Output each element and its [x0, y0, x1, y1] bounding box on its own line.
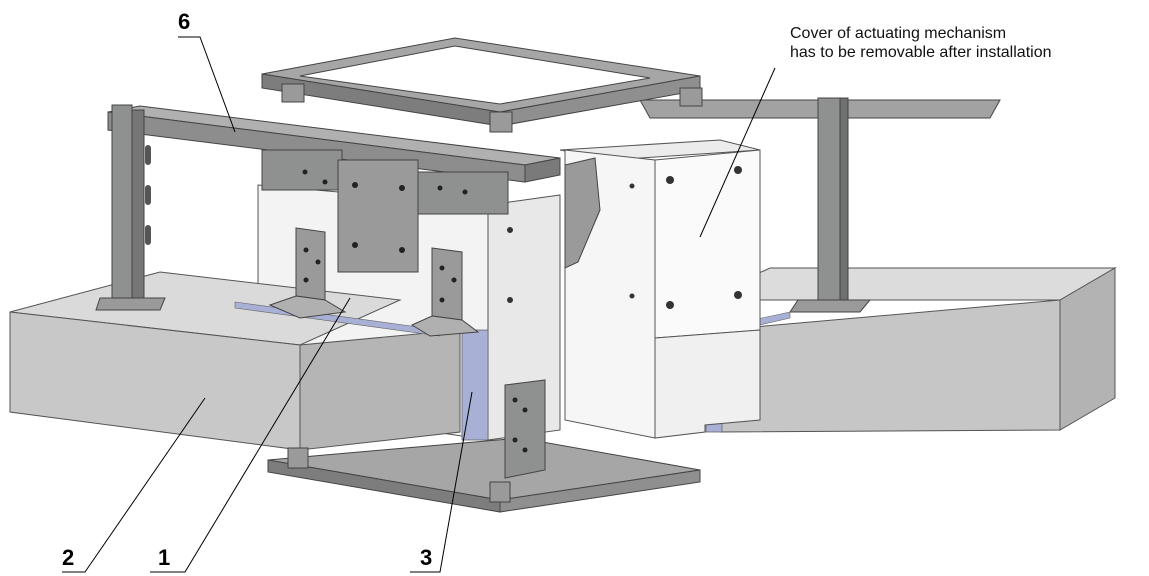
- actuator-cover-note: Cover of actuating mechanism has to be r…: [790, 24, 1051, 62]
- leader-6: [178, 36, 236, 133]
- left-concrete-block: [9, 271, 461, 451]
- top-flange: [261, 37, 703, 133]
- left-support-post: [95, 104, 166, 311]
- callout-1: 1: [158, 545, 171, 570]
- mounting-plates: [261, 149, 509, 273]
- right-concrete-block: [699, 267, 1117, 433]
- leader-3: [410, 391, 473, 573]
- right-support-frame: [639, 97, 1001, 313]
- bottom-flange: [267, 437, 701, 513]
- callout-6: 6: [178, 9, 191, 34]
- callout-2: 2: [62, 545, 75, 570]
- callout-3: 3: [420, 545, 433, 570]
- angle-brackets: [268, 227, 480, 337]
- leader-1: [150, 297, 351, 573]
- note-line-1: Cover of actuating mechanism: [790, 25, 1007, 42]
- note-line-2: has to be removable after installation: [790, 44, 1052, 61]
- bottom-bracket: [504, 379, 546, 479]
- leader-2: [62, 397, 206, 573]
- actuator-cover: [559, 139, 761, 439]
- leader-cover: [699, 67, 776, 238]
- leader-lines: [62, 36, 776, 573]
